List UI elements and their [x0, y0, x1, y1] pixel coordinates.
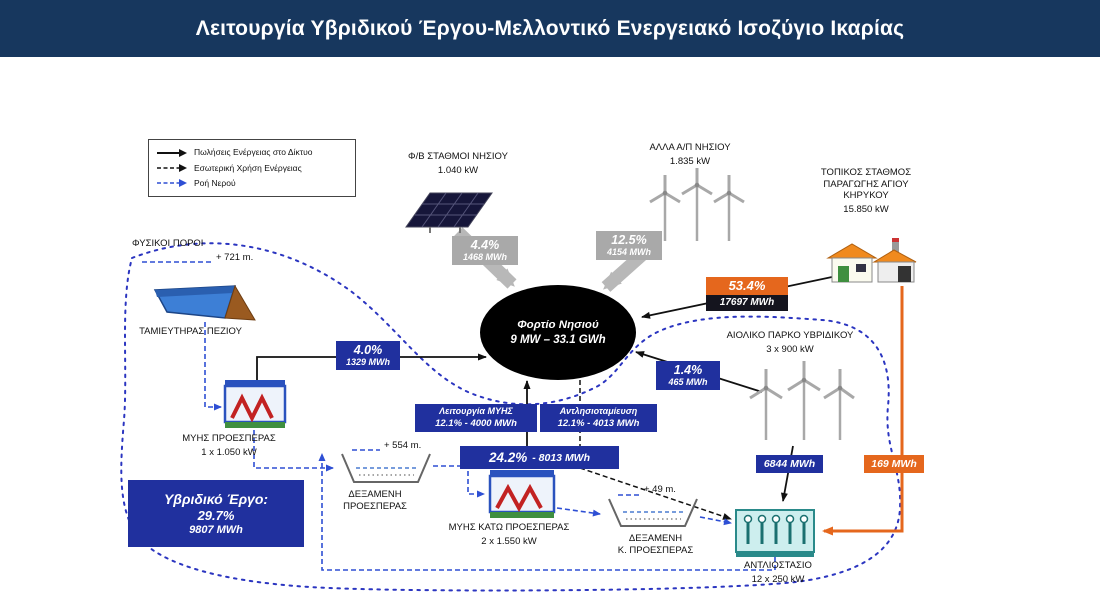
hybridwind-to-pump-energy: 6844 MWh [763, 458, 816, 470]
flow-station-to-pump-arrow [822, 286, 904, 536]
island-wind-capacity: 1.835 kW [669, 155, 711, 167]
flow-islandwind-percent: 12.5% [611, 233, 647, 247]
lower-hydro-capacity: 2 x 1.550 kW [481, 535, 537, 547]
solar-panels-icon [405, 192, 493, 233]
upper-tank-head-label: + 554 m. [384, 440, 422, 451]
flow-hybridwind-percent: 1.4% [673, 363, 703, 377]
hybrid-wind-turbines-icon [749, 361, 855, 440]
hybrid-wind-name: ΑΙΟΛΙΚΟ ΠΑΡΚΟ ΥΒΡΙΔΙΚΟΥ [726, 330, 854, 341]
local-station-capacity: 15.850 kW [843, 203, 889, 215]
pv-station-name: Φ/Β ΣΤΑΘΜΟΙ ΝΗΣΙΟΥ [408, 151, 508, 162]
legend-label: Εσωτερική Χρήση Ενέργειας [194, 162, 302, 173]
pump-station-label: ΑΝΤΛΙΟΣΤΑΣΙΟ 12 x 250 kW [728, 560, 828, 585]
lower-hydro-plant-icon [488, 470, 556, 518]
dashed-blue-arrow-icon [157, 179, 187, 188]
lower-hydro-label: ΜΥΗΣ ΚΑΤΩ ΠΡΟΕΣΠΕΡΑΣ 2 x 1.550 kW [443, 522, 575, 547]
flow-lowerhydro-energy: - 8013 MWh [532, 451, 591, 464]
legend-item-water-flow: Ροή Νερού [156, 178, 348, 188]
flow-badge-upperhydro: 4.0% 1329 MWh [336, 341, 400, 371]
summary-title: Υβριδικό Έργο: [163, 491, 269, 507]
upper-tank-name-line1: ΔΕΞΑΜΕΝΗ [348, 489, 402, 500]
power-station-icon [826, 238, 917, 283]
pv-station-capacity: 1.040 kW [437, 164, 479, 176]
island-load-name: Φορτίο Νησιού [517, 319, 599, 331]
dashed-black-arrow-icon [157, 163, 187, 172]
upper-hydro-capacity: 1 x 1.050 kW [201, 446, 257, 458]
legend-label: Πωλήσεις Ενέργειας στο Δίκτυο [194, 147, 313, 158]
flow-badge-pumping: Αντλησιοταμίευση 12.1% - 4013 MWh [540, 404, 657, 433]
water-uppertank-to-lowerhydro [433, 465, 485, 498]
page-title: Λειτουργία Υβριδικού Έργου-Μελλοντικό Εν… [195, 16, 905, 40]
flow-upperhydro-percent: 4.0% [353, 343, 383, 357]
flow-badge-hybridwind-to-pump: 6844 MWh [756, 455, 823, 473]
flow-pv-percent: 4.4% [470, 238, 500, 252]
legend-item-grid-sales: Πωλήσεις Ενέργειας στο Δίκτυο [156, 148, 348, 158]
upper-hydro-label: ΜΥΗΣ ΠΡΟΕΣΠΕΡΑΣ 1 x 1.050 kW [170, 433, 288, 458]
local-station-name: ΤΟΠΙΚΟΣ ΣΤΑΘΜΟΣ ΠΑΡΑΓΩΓΗΣ ΑΓΙΟΥ ΚΗΡΥΚΟΥ [820, 167, 912, 202]
flow-badge-hydro-operation: Λειτουργία ΜΥΗΣ 12.1% - 4000 MWh [415, 404, 537, 433]
summary-percent: 29.7% [197, 508, 235, 523]
station-to-pump-energy: 169 MWh [871, 458, 917, 470]
legend-box: Πωλήσεις Ενέργειας στο Δίκτυο Εσωτερική … [148, 139, 356, 197]
flow-station-percent: 53.4% [706, 277, 788, 296]
reservoir-icon [153, 284, 256, 321]
header-bar: Λειτουργία Υβριδικού Έργου-Μελλοντικό Εν… [0, 0, 1100, 57]
flow-pv-energy: 1468 MWh [462, 252, 507, 263]
legend-item-internal-use: Εσωτερική Χρήση Ενέργειας [156, 163, 348, 173]
lower-tank-icon [608, 498, 698, 527]
pump-station-icon [735, 509, 815, 557]
pumping-label: Αντλησιοταμίευση [559, 406, 638, 416]
pv-station-label: Φ/Β ΣΤΑΘΜΟΙ ΝΗΣΙΟΥ 1.040 kW [393, 151, 523, 176]
upper-tank-label: ΔΕΞΑΜΕΝΗ ΠΡΟΕΣΠΕΡΑΣ [330, 489, 420, 512]
lower-hydro-name: ΜΥΗΣ ΚΑΤΩ ΠΡΟΕΣΠΕΡΑΣ [448, 522, 570, 533]
hydro-operation-value: 12.1% - 4000 MWh [435, 417, 517, 429]
flow-badge-hybridwind: 1.4% 465 MWh [656, 361, 720, 391]
island-load-value: 9 MW – 33.1 GWh [510, 334, 606, 346]
island-load-node: Φορτίο Νησιού 9 MW – 33.1 GWh [480, 285, 636, 380]
upper-hydro-name: ΜΥΗΣ ΠΡΟΕΣΠΕΡΑΣ [182, 433, 276, 444]
water-upperhydro-to-uppertank [253, 430, 334, 472]
reservoir-head-label: + 721 m. [216, 252, 254, 263]
pumping-value: 12.1% - 4013 MWh [557, 417, 640, 429]
natural-resources-label: ΦΥΣΙΚΟΙ ΠΟΡΟΙ [132, 238, 204, 249]
flow-station-energy: 17697 MWh [706, 295, 788, 311]
water-pump-return [318, 453, 776, 571]
pump-station-name: ΑΝΤΛΙΟΣΤΑΣΙΟ [744, 560, 812, 571]
flow-islandwind-energy: 4154 MWh [606, 247, 651, 258]
water-reservoir-to-upperhydro [204, 322, 222, 411]
upper-tank-icon [341, 453, 431, 483]
flow-hybridwind-energy: 465 MWh [668, 377, 708, 388]
island-wind-label: ΑΛΛΑ Α/Π ΝΗΣΙΟΥ 1.835 kW [625, 142, 755, 167]
flow-upperhydro-energy: 1329 MWh [345, 357, 390, 368]
water-lowerhydro-to-lowertank [556, 507, 601, 517]
flow-badge-station-to-pump: 169 MWh [864, 455, 924, 473]
lower-tank-label: ΔΕΞΑΜΕΝΗ Κ. ΠΡΟΕΣΠΕΡΑΣ [608, 533, 703, 556]
lower-tank-name-line1: ΔΕΞΑΜΕΝΗ [628, 533, 683, 544]
legend-label: Ροή Νερού [194, 178, 236, 189]
water-lowertank-to-pump [699, 516, 732, 526]
flow-badge-islandwind: 12.5% 4154 MWh [596, 231, 662, 261]
solid-black-arrow-icon [157, 148, 187, 157]
island-wind-turbines-icon [649, 168, 745, 241]
pump-station-capacity: 12 x 250 kW [751, 573, 805, 585]
island-wind-name: ΑΛΛΑ Α/Π ΝΗΣΙΟΥ [649, 142, 731, 153]
upper-tank-name-line2: ΠΡΟΕΣΠΕΡΑΣ [343, 500, 407, 512]
flow-upperhydro-to-load-arrow [256, 353, 487, 380]
upper-hydro-plant-icon [223, 380, 287, 428]
hybrid-wind-capacity: 3 x 900 kW [766, 344, 814, 355]
summary-energy: 9807 MWh [189, 524, 243, 536]
local-station-label: ΤΟΠΙΚΟΣ ΣΤΑΘΜΟΣ ΠΑΡΑΓΩΓΗΣ ΑΓΙΟΥ ΚΗΡΥΚΟΥ … [810, 167, 922, 215]
flow-badge-pv: 4.4% 1468 MWh [452, 236, 518, 266]
lower-tank-name-line2: Κ. ΠΡΟΕΣΠΕΡΑΣ [617, 544, 694, 556]
flow-badge-station: 53.4% 17697 MWh [706, 277, 788, 311]
hybrid-project-summary: Υβριδικό Έργο: 29.7% 9807 MWh [128, 480, 304, 547]
lower-tank-head-label: + 49 m. [644, 484, 676, 495]
flow-badge-lowerhydro: 24.2% - 8013 MWh [460, 446, 619, 469]
reservoir-label: ΤΑΜΙΕΥΤΗΡΑΣ ΠΕΖΙΟΥ [139, 326, 242, 337]
hydro-operation-label: Λειτουργία ΜΥΗΣ [439, 406, 513, 416]
flow-lowerhydro-percent: 24.2% [488, 450, 528, 465]
